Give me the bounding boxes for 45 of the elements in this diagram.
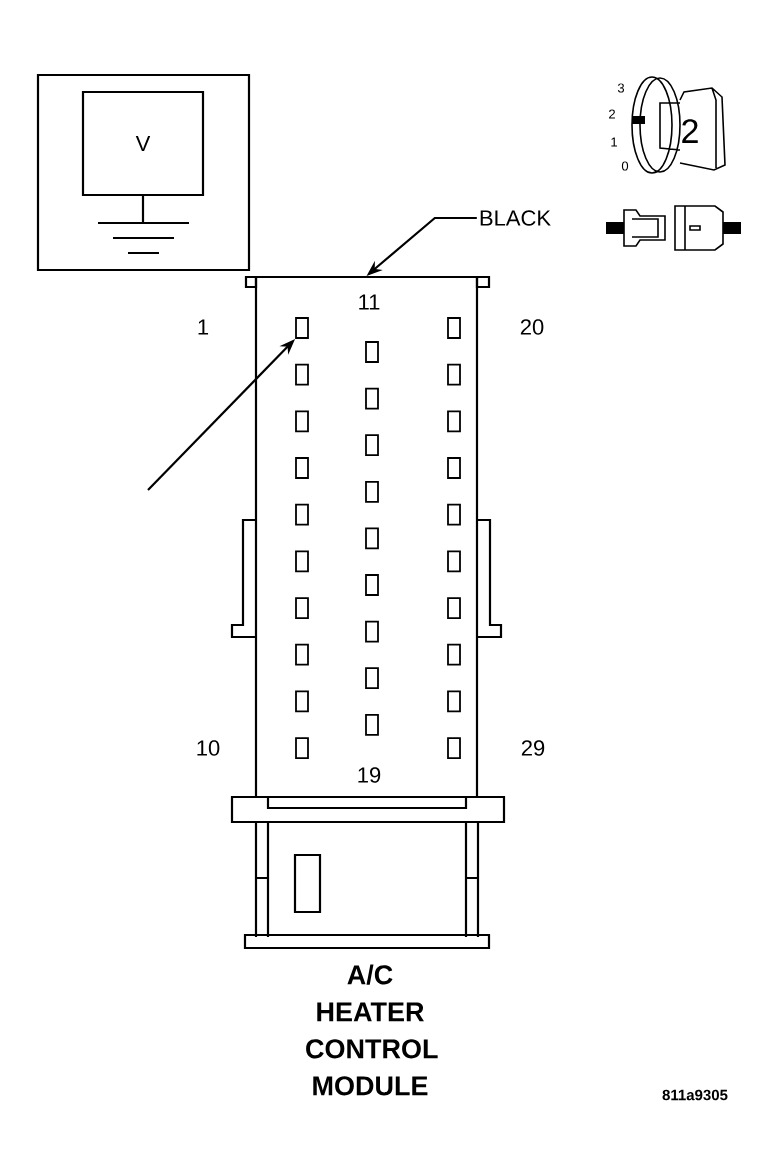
pin-cavity <box>447 363 461 386</box>
pin-number: 19 <box>358 767 381 783</box>
pin-cavity <box>365 713 379 736</box>
pin-cavity <box>365 387 379 410</box>
pin-cavity <box>365 480 379 503</box>
pin-cavity <box>447 737 461 759</box>
pin-cavity <box>295 737 309 759</box>
pin-number: 1 <box>198 319 209 335</box>
pin-cavity <box>447 410 461 433</box>
pin-cavity <box>365 574 379 596</box>
pin-cavity <box>295 317 309 339</box>
voltmeter-box: V <box>81 90 205 197</box>
pin-cavity <box>295 410 309 433</box>
pin-cavity <box>447 643 461 666</box>
pin-cavity <box>447 597 461 619</box>
pin-cavity <box>295 503 309 526</box>
position-number: 3 <box>617 83 625 93</box>
pin-number: 20 <box>520 319 544 335</box>
pin-number: 10 <box>197 740 220 756</box>
pin-cavity <box>365 434 379 457</box>
position-number: 1 <box>611 137 617 147</box>
pin-cavity <box>365 620 379 643</box>
pin-cavity <box>365 341 379 363</box>
pin-cavity <box>447 317 461 339</box>
position-number: 0 <box>621 161 629 171</box>
key-number: 2 <box>682 119 698 143</box>
pin-cavity <box>447 690 461 713</box>
pin-cavity <box>295 363 309 386</box>
position-number: 2 <box>609 109 615 119</box>
module-name: A/C HEATER CONTROL MODULE <box>306 964 438 1096</box>
figure-code: 811a9305 <box>662 1089 728 1101</box>
pin-number: 29 <box>521 740 545 756</box>
pin-cavity <box>447 550 461 573</box>
pin-number: 11 <box>359 294 380 310</box>
pin-cavity <box>295 457 309 479</box>
pin-cavity <box>295 643 309 666</box>
pin-cavity <box>365 527 379 550</box>
wire-color-label: BLACK <box>480 210 551 226</box>
connector-body <box>254 275 479 799</box>
pin-cavity <box>365 667 379 690</box>
pin-cavity <box>447 503 461 526</box>
pin-cavity <box>447 457 461 479</box>
pin-cavity <box>295 690 309 713</box>
pin-cavity <box>295 550 309 573</box>
pin-cavity <box>295 597 309 619</box>
